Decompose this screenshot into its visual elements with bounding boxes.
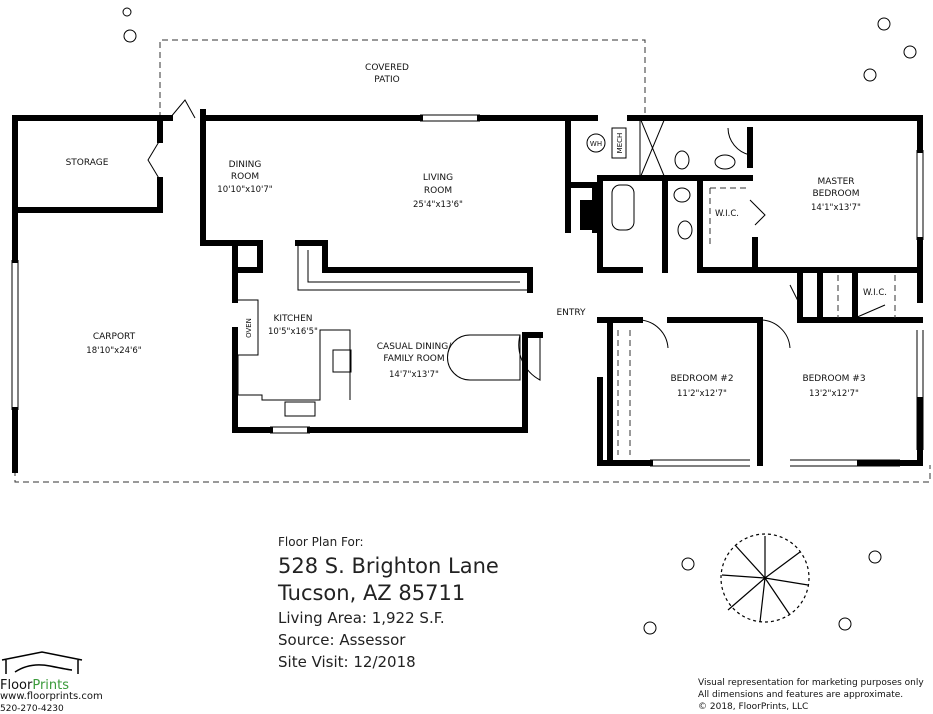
dim-carport: 18'10"x24'6" [86, 346, 141, 356]
bedroom-walls [607, 267, 858, 466]
kitchen-cabinets [237, 299, 351, 401]
closet-shelves [617, 275, 896, 455]
source: Source: Assessor [278, 631, 406, 649]
tree-icon [720, 533, 810, 623]
city-state-zip: Tucson, AZ 85711 [278, 581, 466, 605]
dim-master: 14'1"x13'7" [811, 203, 861, 213]
address: 528 S. Brighton Lane [278, 554, 499, 578]
bedroom-windows [650, 150, 924, 467]
wic-shelf [709, 187, 750, 246]
patio-door [169, 99, 196, 119]
dim-bedroom-2: 11'2"x12'7" [677, 389, 727, 399]
kitchen-counter [297, 243, 530, 291]
label-kitchen: KITCHEN [274, 314, 313, 324]
label-patio: PATIO [374, 75, 400, 85]
label-wh: WH [590, 140, 602, 148]
closet-doors [789, 284, 886, 319]
covered-patio-outline [159, 39, 646, 118]
patio-door-frame [157, 109, 206, 121]
shower [639, 117, 666, 179]
windows [270, 114, 480, 434]
copyright: © 2018, FloorPrints, LLC [698, 702, 809, 712]
dim-kitchen: 10'5"x16'5" [268, 327, 318, 337]
label-bedroom-3: BEDROOM #3 [802, 374, 865, 384]
storage-door [147, 139, 161, 181]
label-casual-dining: CASUAL DINING/ [377, 342, 452, 352]
logo-prints: Prints [32, 678, 70, 693]
bathtub [611, 184, 635, 231]
kitchen-counter-wall [295, 240, 533, 293]
disclaimer-line-1: Visual representation for marketing purp… [698, 678, 924, 688]
site-visit: Site Visit: 12/2018 [278, 653, 416, 671]
storage-walls [12, 115, 163, 473]
label-master-bedroom: BEDROOM [813, 189, 860, 199]
entry-door [518, 334, 541, 381]
label-dining: DINING [229, 160, 262, 170]
bedroom-doors [639, 319, 791, 349]
label-living-room: ROOM [424, 186, 452, 196]
label-storage: STORAGE [66, 158, 109, 168]
sink-icon-2 [677, 220, 693, 240]
shrub-icons [122, 7, 917, 635]
floorprints-logo: FloorPrints [0, 648, 90, 693]
dim-family: 14'7"x13'7" [389, 370, 439, 380]
label-family-room: FAMILY ROOM [383, 354, 444, 364]
toilet-icon [674, 150, 690, 170]
pantry [237, 240, 263, 273]
dim-dining: 10'10"x10'7" [217, 185, 272, 195]
label-carport: CARPORT [93, 332, 136, 342]
toilet-icon-2 [673, 187, 691, 203]
mech-box [611, 127, 627, 159]
logo-floor: Floor [0, 678, 33, 693]
label-wic-2: W.I.C. [863, 288, 887, 298]
kitchen-sink [284, 401, 316, 417]
west-walls [200, 115, 543, 433]
wic-door [749, 199, 766, 226]
label-living: LIVING [423, 173, 453, 183]
label-entry: ENTRY [556, 308, 586, 318]
carport-outline [14, 465, 931, 483]
dim-living: 25'4"x13'6" [413, 200, 463, 210]
house-logo-icon [1, 651, 83, 674]
carport-window [11, 260, 19, 410]
disclaimer-line-2: All dimensions and features are approxim… [698, 690, 904, 700]
fireplace-hearth [580, 200, 598, 230]
cooktop [332, 349, 352, 373]
label-bedroom-2: BEDROOM #2 [670, 374, 733, 384]
dim-bedroom-3: 13'2"x12'7" [809, 389, 859, 399]
breakfast-bar [447, 334, 521, 381]
sink-icon [714, 154, 736, 170]
water-heater-icon [586, 133, 606, 153]
label-oven: OVEN [245, 318, 253, 338]
label-master: MASTER [817, 177, 854, 187]
website[interactable]: www.floorprints.com [0, 691, 103, 702]
bath-walls [597, 127, 923, 273]
label-covered: COVERED [365, 63, 409, 73]
phone: 520-270-4230 [0, 704, 64, 714]
label-mech: MECH [616, 133, 624, 154]
label-dining-room: ROOM [231, 172, 259, 182]
label-wic-1: W.I.C. [715, 209, 739, 219]
master-bath-door [727, 127, 751, 156]
living-area: Living Area: 1,922 S.F. [278, 609, 445, 627]
floor-plan-heading: Floor Plan For: [278, 535, 364, 549]
